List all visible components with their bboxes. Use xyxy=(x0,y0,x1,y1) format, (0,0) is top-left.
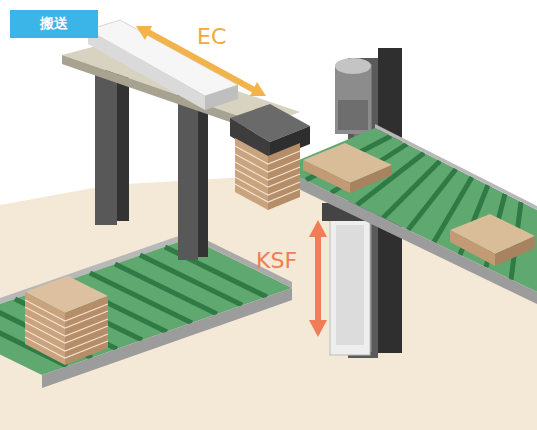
layer-line xyxy=(235,146,300,164)
layer-line xyxy=(25,337,108,358)
box-side xyxy=(350,165,392,193)
ec-actuator-end xyxy=(205,85,238,110)
box-side xyxy=(303,160,350,193)
layer-line xyxy=(235,154,300,172)
layer-line xyxy=(25,300,108,321)
box-layers xyxy=(235,146,300,202)
axis-label: EC xyxy=(197,24,226,49)
category-tab: 搬送 xyxy=(10,10,98,38)
axis-label: KSF xyxy=(256,248,297,273)
conveyor-belt xyxy=(280,128,537,292)
ksf-slider xyxy=(330,215,370,355)
arrow-head xyxy=(309,320,327,337)
conveyor-rail xyxy=(375,124,537,210)
layer-line xyxy=(25,322,108,343)
motor xyxy=(335,66,371,134)
layer-line xyxy=(235,177,300,195)
layer-line xyxy=(235,162,300,180)
box-side xyxy=(495,236,535,266)
gantry-post-side xyxy=(198,92,208,257)
layer-line xyxy=(25,315,108,336)
layer-line xyxy=(25,307,108,328)
arrow-head xyxy=(250,82,266,96)
layer-line xyxy=(25,330,108,351)
ksf-rail xyxy=(336,225,364,345)
arrow-head xyxy=(309,220,327,237)
box-layers xyxy=(25,300,108,358)
gantry-post xyxy=(95,70,117,225)
layer-line xyxy=(235,169,300,187)
motor-cap xyxy=(335,58,371,74)
roller xyxy=(115,264,217,314)
gantry-post xyxy=(178,95,198,260)
layer-line xyxy=(235,184,300,202)
arrow-head xyxy=(136,26,152,40)
conveyor-rail xyxy=(280,168,537,304)
node-text: 搬送 xyxy=(40,15,68,33)
box-side xyxy=(450,230,495,266)
motor-base xyxy=(338,100,368,130)
ksf-arrow xyxy=(315,236,321,321)
gantry-post-side xyxy=(117,66,129,221)
ec-actuator-face xyxy=(88,30,205,110)
